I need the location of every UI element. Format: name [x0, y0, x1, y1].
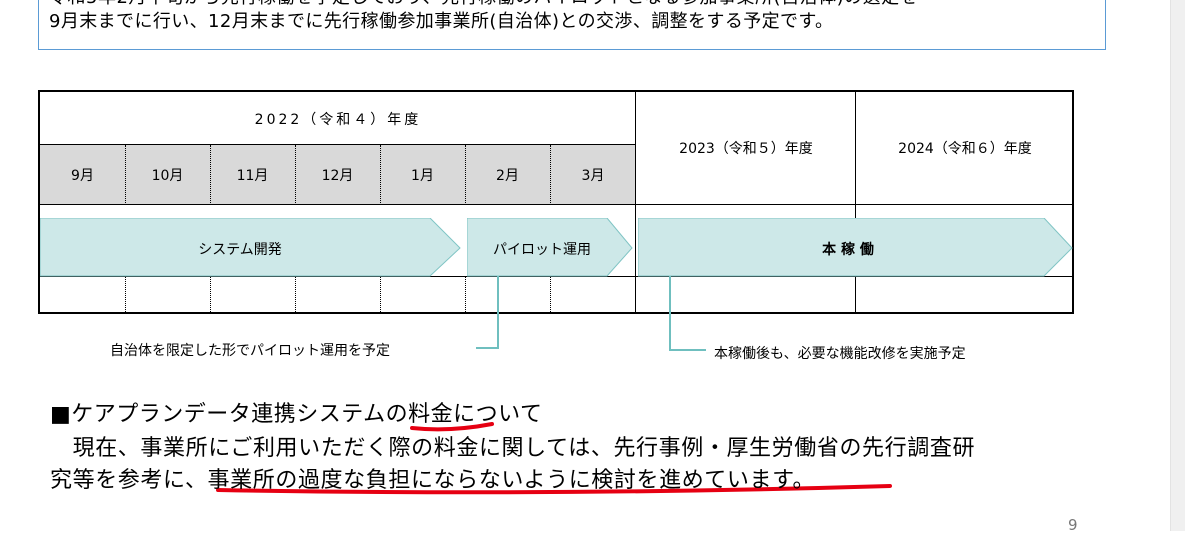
fy2024-header: 2024（令和６）年度: [898, 141, 1032, 157]
production-phase-arrow: [638, 218, 1073, 277]
intro-line-2: 9月末までに行い、12月末までに先行稼働参加事業所(自治体)との交渉、調整をする…: [49, 11, 834, 32]
month-oct: 10月: [151, 168, 184, 184]
intro-line-1: 令和5年2月中旬から先行稼働を予定しており、先行稼働のパイロットとなる参加事業所…: [49, 0, 918, 9]
month-nov: 11月: [236, 168, 269, 184]
fee-heading-suffix: について: [453, 402, 543, 427]
pilot-phase-arrow: [467, 218, 633, 277]
dev-phase-label: システム開発: [198, 242, 282, 258]
fy2023-header: 2023（令和５）年度: [679, 141, 813, 157]
month-dec: 12月: [321, 168, 354, 184]
fee-paragraph-prefix: 究等を参考に、: [50, 468, 208, 493]
page-number: 9: [1068, 516, 1078, 534]
pilot-note: 自治体を限定した形でパイロット運用を予定: [110, 343, 390, 359]
month-jan: 1月: [411, 168, 434, 184]
month-sep: 9月: [71, 168, 94, 184]
fee-heading-emphasis: 料金: [408, 402, 454, 427]
fy2022-header: 2022（令和４）年度: [254, 112, 422, 128]
fee-paragraph-emphasis: 事業所の過度な負担にならないように検討を進めています。: [207, 468, 816, 493]
month-mar: 3月: [581, 168, 605, 184]
fee-heading: ■ケアプランデータ連携システムの料金について: [50, 396, 543, 428]
vertical-scrollbar[interactable]: [1170, 0, 1185, 531]
intro-box: 令和5年2月中旬から先行稼働を予定しており、先行稼働のパイロットとなる参加事業所…: [38, 0, 1106, 50]
fee-paragraph-line-2: 究等を参考に、事業所の過度な負担にならないように検討を進めています。: [50, 462, 815, 494]
month-header-row: [40, 145, 636, 204]
fee-paragraph-line-1: 現在、事業所にご利用いただく際の料金に関しては、先行事例・厚生労働省の先行調査研: [50, 436, 976, 461]
production-phase-label: 本 稼 働: [822, 242, 874, 258]
fee-heading-prefix: ■ケアプランデータ連携システムの: [50, 402, 409, 427]
month-feb: 2月: [496, 168, 519, 184]
schedule-table: 2022（令和４）年度 2023（令和５）年度 2024（令和６）年度 9月 1…: [38, 90, 1074, 314]
dev-phase-arrow: [40, 218, 461, 277]
pilot-phase-label: パイロット運用: [493, 242, 591, 258]
production-note: 本稼働後も、必要な機能改修を実施予定: [714, 346, 966, 362]
